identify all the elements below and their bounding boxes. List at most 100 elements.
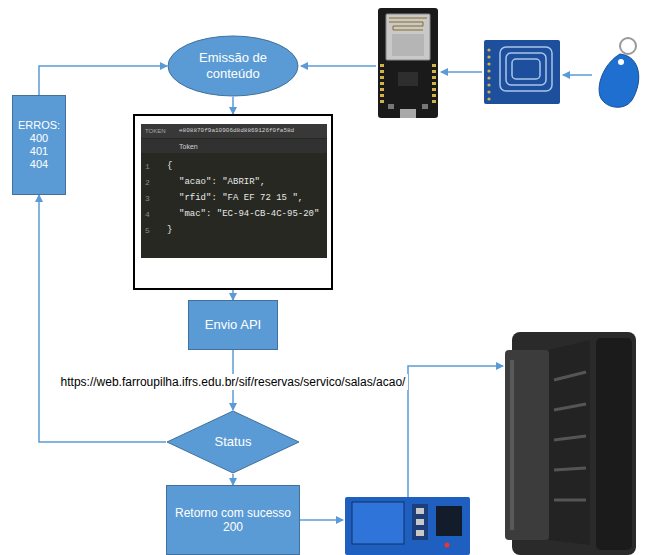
relay-module-part <box>416 519 424 525</box>
rfid-module-part <box>487 48 490 51</box>
line-number: 1 <box>145 163 150 171</box>
esp32-board-part <box>432 76 436 79</box>
relay-module-part <box>416 508 424 536</box>
esp32-board-part <box>378 8 438 118</box>
esp32-board-part <box>386 14 430 60</box>
url-label: https://web.farroupilha.ifrs.edu.br/sif/… <box>58 374 409 390</box>
esp32-board-part <box>380 76 384 79</box>
node-text: Envio API <box>205 317 261 333</box>
code-line: } <box>167 226 172 235</box>
relay-module-part <box>416 530 424 536</box>
line-number: 4 <box>145 211 150 219</box>
relay-module-part <box>436 506 462 536</box>
node-text: Status <box>215 434 252 450</box>
rfid-module-part <box>506 53 546 85</box>
rfid-module-part <box>484 40 560 104</box>
node-text: 200 <box>223 520 243 534</box>
payload-screenshot: TOKEN e808870f9a10906d8d8869126f0fa58dTok… <box>133 114 333 290</box>
node-text: 401 <box>30 145 48 158</box>
esp32-board-part <box>432 100 436 103</box>
signal-arrow-part <box>563 74 592 76</box>
magnetic-lock <box>505 332 636 555</box>
node-text: Emissão de conteúdo <box>185 50 281 81</box>
code-line: "rfid": "FA EF 72 15 ", <box>179 194 303 203</box>
magnetic-lock-part <box>510 360 514 530</box>
esp32-board-part <box>380 64 436 103</box>
magnetic-lock-part <box>554 468 586 470</box>
rfid-module-part <box>512 59 540 79</box>
magnetic-lock-part <box>549 340 590 545</box>
rfid-module-part <box>487 97 490 100</box>
ellipse-shape <box>168 36 298 96</box>
esp32-board-part <box>398 72 418 86</box>
rfid-keyfob-part <box>618 59 624 65</box>
text-holder: Envio API <box>189 301 277 349</box>
text-holder: ERROS:400401404 <box>13 96 65 194</box>
signal-arrow-part <box>300 519 343 521</box>
esp32-board-part <box>392 34 424 56</box>
rfid-module-part <box>487 83 490 86</box>
esp32-board-part <box>422 104 428 109</box>
esp32-board-part <box>400 109 416 118</box>
esp32-board-part <box>380 100 384 103</box>
magnetic-lock-part <box>554 436 586 440</box>
success-box: Retorno com sucesso200 <box>166 485 300 555</box>
esp32-board-part <box>380 82 384 85</box>
error-box: ERROS:400401404 <box>12 95 66 195</box>
signal-arrow-part <box>301 65 376 67</box>
relay-module-part <box>345 497 470 555</box>
token-value: e808870f9a10906d8d8869126f0fa58d <box>179 128 294 134</box>
node-text: 404 <box>30 158 48 171</box>
text-holder: Emissão de conteúdo <box>167 35 299 97</box>
signal-arrow-part <box>441 71 482 73</box>
esp32-board-part <box>389 18 427 30</box>
header-value: Token <box>179 143 198 150</box>
text-holder: Status <box>166 410 300 474</box>
header-row <box>141 139 327 153</box>
relay-module-part <box>445 543 450 548</box>
flow-arrow <box>39 195 166 442</box>
magnetic-lock-part <box>554 372 586 500</box>
diamond-shape <box>167 411 299 473</box>
code-line: "acao": "ABRIR", <box>179 178 265 187</box>
decision-diamond: Status <box>166 410 300 474</box>
token-key: TOKEN <box>145 128 166 134</box>
rfid-module-part <box>487 55 490 58</box>
node-text: Retorno com sucesso <box>175 506 291 520</box>
magnetic-lock-part <box>554 499 586 502</box>
esp32-board-part <box>432 82 436 85</box>
signal-arrow-part <box>408 366 503 497</box>
relay-module-part <box>412 504 428 540</box>
magnetic-lock-part <box>554 372 586 380</box>
node-text: ERROS: <box>18 119 60 132</box>
rfid-module-part <box>487 76 490 79</box>
magnetic-lock-part <box>554 404 586 410</box>
rfid-keyfob <box>599 38 639 107</box>
magnetic-lock-part <box>505 350 549 540</box>
magnetic-lock-part <box>596 338 632 550</box>
rfid-module-part <box>487 69 490 72</box>
line-number: 5 <box>145 227 150 235</box>
esp32-board-part <box>380 64 384 67</box>
rfid-keyfob-part <box>620 38 636 54</box>
flow-arrow <box>39 66 167 95</box>
flow-arrow <box>232 97 234 114</box>
relay-module <box>345 497 470 555</box>
flow-arrow <box>232 290 234 300</box>
rfid-module-part <box>487 90 490 93</box>
node-text: 400 <box>30 132 48 145</box>
esp32-board-part <box>380 94 384 97</box>
relay-module-part <box>416 508 424 514</box>
process-box: Envio API <box>188 300 278 350</box>
line-number: 3 <box>145 195 150 203</box>
rfid-module-part <box>487 48 490 100</box>
code-line: "mac": "EC-94-CB-4C-95-20" <box>179 210 319 219</box>
rfid-module-part <box>500 47 552 91</box>
relay-module-part <box>352 502 404 544</box>
code-line: { <box>167 162 172 171</box>
flow-arrow <box>232 474 234 485</box>
rfid-keyfob-part <box>599 54 639 107</box>
esp32-board-part <box>388 104 394 109</box>
esp32-board-part <box>380 88 384 91</box>
